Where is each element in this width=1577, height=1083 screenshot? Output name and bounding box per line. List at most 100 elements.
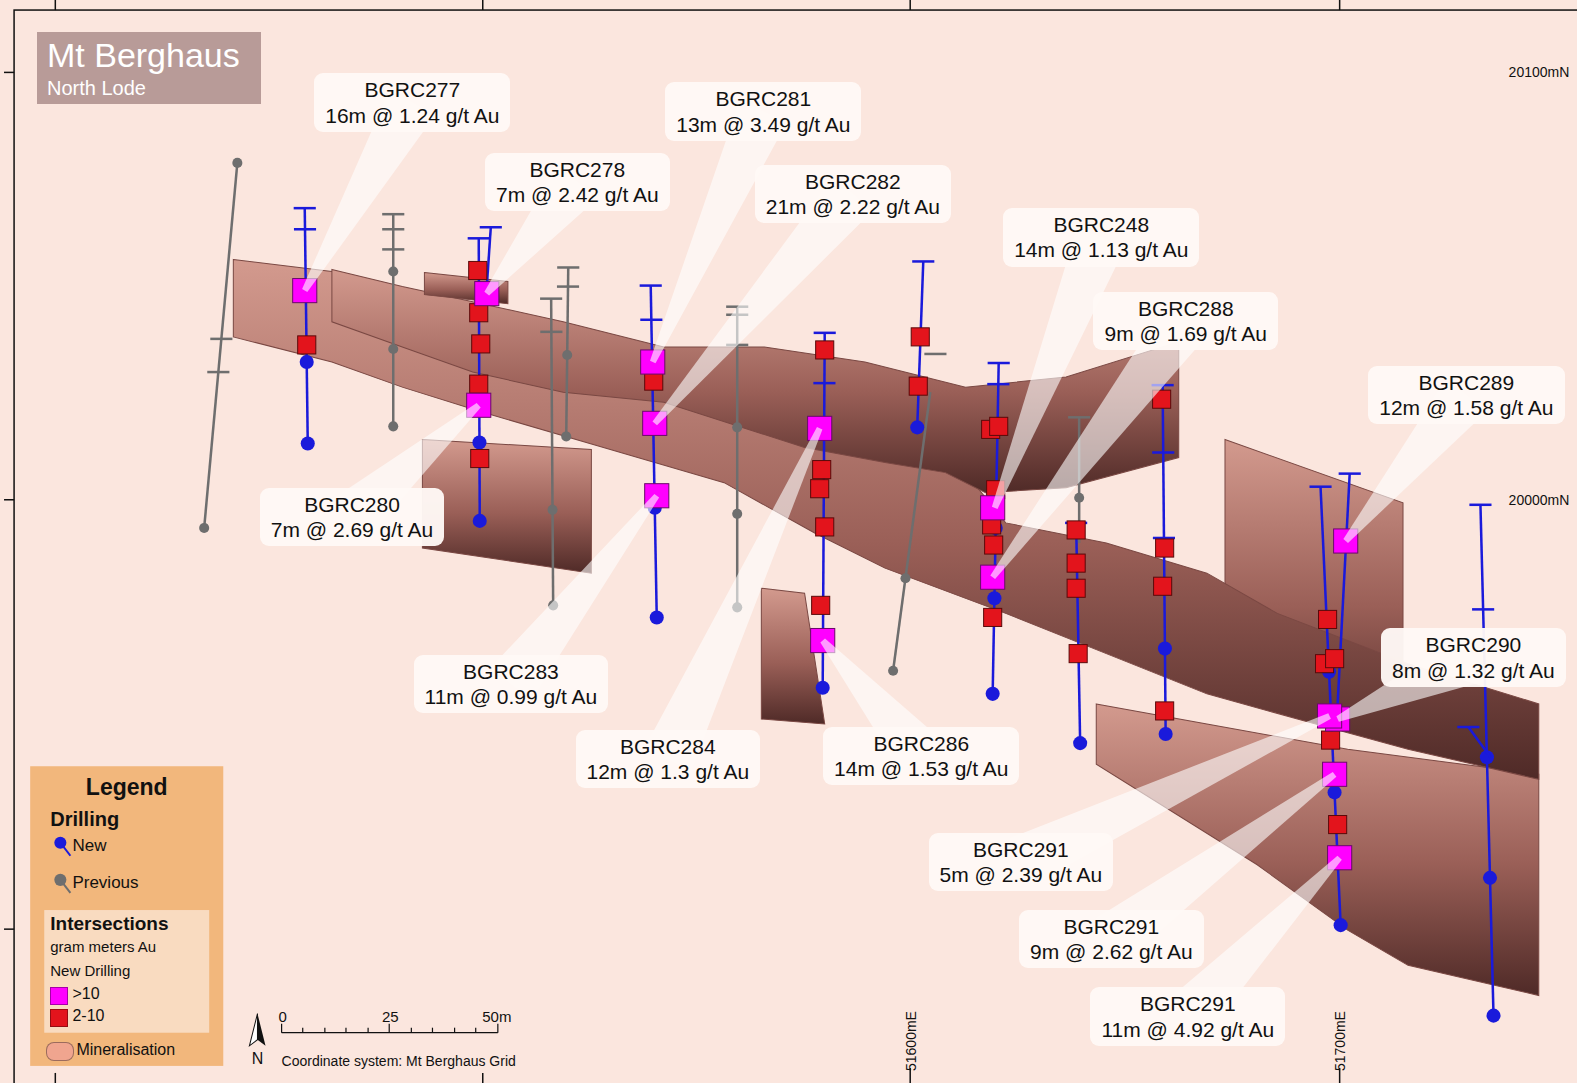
- new-hole: [1338, 474, 1350, 704]
- new-hole: [305, 208, 308, 443]
- new-hole-collar: [813, 382, 835, 385]
- new-hole-point: [301, 436, 315, 450]
- legend-label: Coordinate system: Mt Berghaus Grid: [282, 1053, 516, 1069]
- new-hole-point: [1486, 1009, 1500, 1023]
- legend-text: 2-10: [72, 1007, 104, 1025]
- previous-hole: [392, 214, 395, 426]
- intersection-2-10: [813, 461, 831, 479]
- new-hole-collar: [1469, 504, 1491, 507]
- intersection-2-10: [985, 536, 1003, 554]
- assay-result: 13m @ 3.49 g/t Au: [676, 112, 850, 137]
- previous-hole-point: [888, 666, 898, 676]
- new-hole-point: [1073, 736, 1087, 750]
- assay-result: 11m @ 0.99 g/t Au: [425, 684, 598, 709]
- legend-label: N: [252, 1050, 264, 1068]
- previous-hole-point: [232, 158, 242, 168]
- previous-hole-point: [562, 350, 572, 360]
- assay-result: 14m @ 1.53 g/t Au: [834, 756, 1008, 781]
- previous-hole-collar: [1068, 416, 1090, 419]
- new-hole-collar: [294, 228, 316, 231]
- assay-result: 7m @ 2.42 g/t Au: [496, 182, 659, 207]
- intersection-2-10: [984, 608, 1002, 626]
- legend-text: New: [72, 836, 106, 856]
- new-hole: [1163, 385, 1166, 734]
- legend-text: Mineralisation: [76, 1041, 175, 1059]
- assay-result: 14m @ 1.13 g/t Au: [1014, 237, 1188, 262]
- new-hole-point: [473, 514, 487, 528]
- intersection-2-10: [470, 375, 488, 393]
- assay-result: 12m @ 1.58 g/t Au: [1379, 395, 1553, 420]
- legend-label: Drilling: [50, 808, 119, 831]
- intersection-2-10: [1329, 816, 1347, 834]
- assay-result: 9m @ 1.69 g/t Au: [1104, 321, 1267, 346]
- leader-beam: [644, 427, 822, 770]
- subtitle: North Lode: [47, 77, 146, 100]
- assay-result: 16m @ 1.24 g/t Au: [325, 103, 499, 128]
- assay-result: 9m @ 2.62 g/t Au: [1030, 939, 1193, 964]
- new-hole-collar: [294, 207, 316, 210]
- leader-beam: [992, 228, 1126, 509]
- new-hole-collar: [988, 362, 1010, 365]
- hole-id: BGRC278: [496, 157, 659, 182]
- previous-hole-point: [732, 422, 742, 432]
- hole-id: BGRC277: [325, 77, 499, 102]
- callout-box: BGRC2915m @ 2.39 g/t Au: [929, 833, 1114, 891]
- assay-result: 5m @ 2.39 g/t Au: [940, 862, 1103, 887]
- legend-text: >10: [72, 985, 99, 1003]
- intersection-2-10: [909, 377, 927, 395]
- new-hole-collar: [814, 332, 836, 335]
- grid-coordinate: 20100mN: [1509, 64, 1570, 80]
- hole-id: BGRC248: [1014, 212, 1188, 237]
- new-hole-collar: [480, 226, 502, 229]
- grid-coordinate: 51600mE: [903, 1011, 919, 1071]
- previous-hole: [893, 392, 930, 671]
- new-hole-point: [1159, 727, 1173, 741]
- previous-hole-collar: [557, 266, 579, 269]
- assay-result: 21m @ 2.22 g/t Au: [766, 194, 940, 219]
- callout-box: BGRC28311m @ 0.99 g/t Au: [414, 655, 609, 713]
- legend-drawing: [30, 766, 223, 1066]
- new-hole-point: [987, 591, 1001, 605]
- legend-swatch: [50, 1009, 68, 1027]
- title-box: Mt BerghausNorth Lode: [37, 32, 261, 104]
- intersection-2-10: [811, 480, 829, 498]
- new-hole-point: [300, 355, 314, 369]
- scale-number: 50m: [482, 1008, 511, 1025]
- new-hole-point: [472, 435, 486, 449]
- legend-text: Previous: [72, 873, 138, 893]
- new-hole-collar: [987, 383, 1009, 386]
- new-hole-point: [1483, 871, 1497, 885]
- new-hole-collar: [468, 237, 490, 240]
- intersection-2-10: [1322, 731, 1340, 749]
- previous-hole-collar: [382, 248, 404, 251]
- new-hole: [1468, 727, 1490, 757]
- intersection-2-10: [911, 328, 929, 346]
- assay-result: 11m @ 4.92 g/t Au: [1101, 1017, 1274, 1042]
- frame: [14, 10, 1577, 1083]
- assay-result: 8m @ 1.32 g/t Au: [1392, 658, 1555, 683]
- previous-hole-point: [732, 509, 742, 519]
- new-hole: [651, 286, 657, 618]
- previous-hole-collar: [210, 338, 232, 341]
- hole-id: BGRC284: [587, 734, 750, 759]
- intersection-2-10: [469, 261, 487, 279]
- assay-result: 7m @ 2.69 g/t Au: [271, 517, 434, 542]
- intersection-2-10: [471, 449, 489, 467]
- new-hole-collar: [1457, 726, 1479, 729]
- intersection-2-10: [1326, 650, 1344, 668]
- callout-box: BGRC2807m @ 2.69 g/t Au: [260, 488, 445, 546]
- mineralisation: [233, 259, 1538, 995]
- hole-id: BGRC283: [425, 659, 598, 684]
- new-hole-collar: [1309, 485, 1331, 488]
- previous-hole-collar: [540, 297, 562, 300]
- callout-box: BGRC2889m @ 1.69 g/t Au: [1093, 292, 1278, 350]
- legend-previous-pin: [54, 874, 66, 886]
- legend-swatch: [46, 1042, 74, 1061]
- new-hole-point: [650, 610, 664, 624]
- previous-hole-point: [1074, 493, 1084, 503]
- new-hole-point: [1334, 918, 1348, 932]
- legend-label: New Drilling: [50, 962, 130, 979]
- intersection-2-10: [1067, 521, 1085, 539]
